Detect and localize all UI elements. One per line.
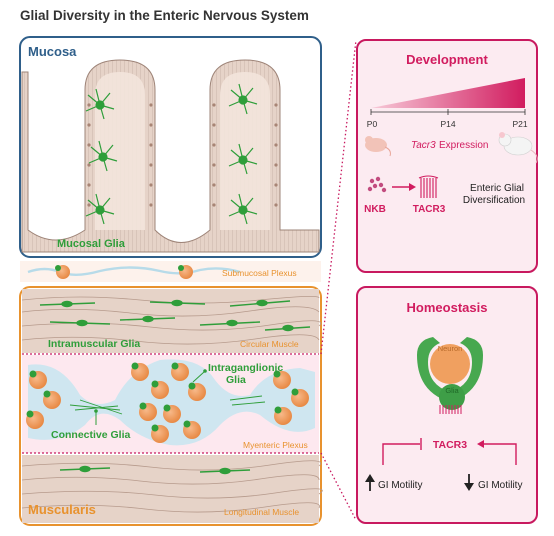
mucosal-glia-label: Mucosal Glia <box>57 238 126 250</box>
circular-muscle-label: Circular Muscle <box>240 339 299 349</box>
connective-glia-label: Connective Glia <box>51 429 131 441</box>
callout-connectors <box>320 39 357 521</box>
adult-mouse-icon <box>498 132 538 164</box>
intramuscular-glia-cells <box>39 299 311 332</box>
mucosa-panel: Mucosa Mucosal Glia <box>19 36 322 258</box>
arrow-up-icon <box>365 474 375 491</box>
stage-p0: P0 <box>367 119 378 129</box>
inhibition-connector-icon <box>382 438 422 465</box>
longitudinal-muscle-label: Longitudinal Muscle <box>224 507 299 517</box>
outcome-line2: Diversification <box>463 195 525 206</box>
tacr3-label-homeostasis: TACR3 <box>433 439 467 451</box>
intramuscular-glia-label: Intramuscular Glia <box>48 338 140 350</box>
homeostasis-panel: Homeostasis Neuron Glia TACR3 GI M <box>356 286 538 524</box>
nkb-label: NKB <box>364 204 386 215</box>
neuron-label: Neuron <box>438 344 463 353</box>
figure-title: Glial Diversity in the Enteric Nervous S… <box>20 8 309 23</box>
submucosal-plexus-band: Submucosal Plexus <box>20 261 321 282</box>
arrow-down-icon <box>464 474 474 491</box>
outcome-line1: Enteric Glial <box>470 183 524 194</box>
nkb-ligand-icon <box>367 176 387 193</box>
development-title: Development <box>406 52 488 67</box>
enteric-neuron-cells <box>26 362 309 443</box>
neuron-glia-icon: Neuron Glia <box>417 337 483 414</box>
development-panel: Development P0 P14 P21 Tacr3 Expression <box>356 39 538 273</box>
glia-label: Glia <box>445 386 459 395</box>
muscularis-panel: Intramuscular Glia Circular Muscle <box>19 286 323 526</box>
arrow-right-icon <box>392 183 416 191</box>
myenteric-plexus-layer: Intraganglionic Glia Connective Glia Mye… <box>22 353 319 454</box>
muscularis-label: Muscularis <box>28 502 96 517</box>
mouse-pup-icon <box>365 136 391 157</box>
stage-p21: P21 <box>512 119 527 129</box>
intraganglionic-glia-label-line1: Intraganglionic <box>208 362 283 374</box>
longitudinal-muscle-layer: Muscularis Longitudinal Muscle <box>21 455 323 523</box>
intraganglionic-glia-label-line2: Glia <box>226 374 246 386</box>
timeline-axis <box>370 109 526 115</box>
circular-muscle-layer: Intramuscular Glia Circular Muscle <box>21 289 321 353</box>
myenteric-plexus-label: Myenteric Plexus <box>243 440 308 450</box>
homeostasis-title: Homeostasis <box>407 300 488 315</box>
tacr3-expression-gene: Tacr3 <box>411 140 436 151</box>
left-motility-label: GI Motility <box>378 480 422 491</box>
tacr3-label-development: TACR3 <box>413 204 446 215</box>
mucosa-label: Mucosa <box>28 44 77 59</box>
mucosal-glia-cells <box>85 83 258 225</box>
tacr3-receptor-icon <box>418 175 439 198</box>
stage-p14: P14 <box>440 119 455 129</box>
submucosal-plexus-label: Submucosal Plexus <box>222 268 297 278</box>
expression-gradient-wedge <box>371 78 525 108</box>
activation-connector-icon <box>477 440 517 465</box>
tacr3-expression-word: Expression <box>439 140 488 151</box>
right-motility-label: GI Motility <box>478 480 522 491</box>
